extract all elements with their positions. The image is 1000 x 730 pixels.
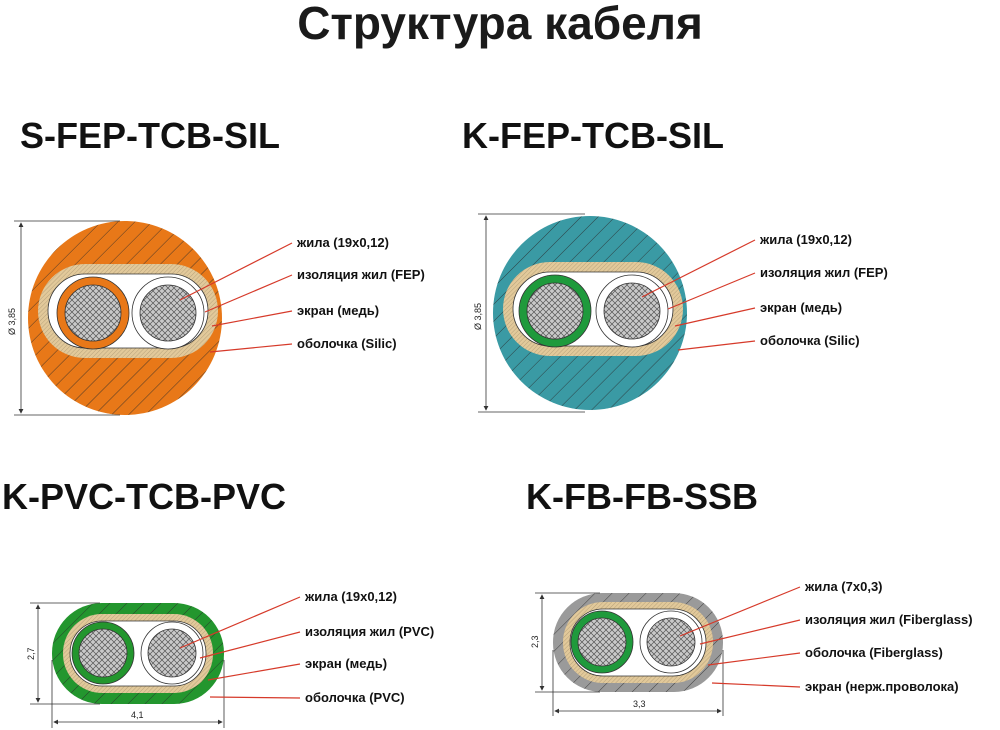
cable-3-label-insulation: изоляция жил (PVC): [305, 624, 434, 639]
cable-3-name: K-PVC-TCB-PVC: [2, 476, 286, 517]
cable-2-label-core: жила (19х0,12): [759, 232, 852, 247]
cable-4-name: K-FB-FB-SSB: [526, 476, 758, 517]
cable-1-label-screen: экран (медь): [297, 303, 379, 318]
cable-3-leaders: жила (19х0,12) изоляция жил (PVC) экран …: [179, 589, 434, 705]
cable-1-core-left: [64, 284, 122, 342]
cable-1-cross-section: [28, 221, 222, 415]
cable-1-label-insulation: изоляция жил (FEP): [297, 267, 425, 282]
cable-3-dimensions: 2,7 4,1: [26, 602, 225, 728]
cable-4-height-label: 2,3: [530, 635, 540, 648]
cable-4-label-jacket: оболочка (Fiberglass): [805, 645, 943, 660]
cable-2-label-screen: экран (медь): [760, 300, 842, 315]
cable-3-cross-section: [52, 603, 224, 704]
page-title: Структура кабеля: [297, 0, 703, 49]
cable-2-dimension: Ø 3,85: [473, 213, 585, 413]
cable-1-name: S-FEP-TCB-SIL: [20, 115, 280, 156]
cable-4-label-screen: экран (нерж.проволока): [805, 679, 959, 694]
cable-2-core-left: [526, 282, 584, 340]
cable-3-label-screen: экран (медь): [305, 656, 387, 671]
cable-3-core-left: [78, 628, 128, 678]
cable-1-label-core: жила (19х0,12): [296, 235, 389, 250]
cable-4-dimensions: 2,3 3,3: [530, 592, 724, 716]
cable-2-label-insulation: изоляция жил (FEP): [760, 265, 888, 280]
cable-2-leaders: жила (19х0,12) изоляция жил (FEP) экран …: [641, 232, 888, 351]
cable-3-height-label: 2,7: [26, 647, 36, 660]
cable-4-leaders: жила (7х0,3) изоляция жил (Fiberglass) о…: [679, 579, 973, 694]
cable-2-core-right: [603, 282, 661, 340]
cable-2-cross-section: [493, 216, 687, 410]
cable-2-label-jacket: оболочка (Silic): [760, 333, 860, 348]
cable-1-dimension: Ø 3,85: [7, 220, 120, 416]
cable-3-label-jacket: оболочка (PVC): [305, 690, 405, 705]
cable-3-width-label: 4,1: [131, 710, 144, 720]
cable-1-leaders: жила (19х0,12) изоляция жил (FEP) экран …: [179, 235, 425, 353]
cable-1-label-jacket: оболочка (Silic): [297, 336, 397, 351]
cable-1-diameter-label: Ø 3,85: [7, 308, 17, 335]
cable-3-core-right: [147, 628, 197, 678]
cable-4-core-left: [577, 617, 627, 667]
cable-4-core-right: [646, 617, 696, 667]
cable-4-cross-section: [553, 593, 723, 692]
cable-2-diameter-label: Ø 3,85: [473, 303, 483, 330]
cable-4-label-insulation: изоляция жил (Fiberglass): [805, 612, 973, 627]
cable-4-label-core: жила (7х0,3): [804, 579, 883, 594]
cable-1-core-right: [139, 284, 197, 342]
cable-4-width-label: 3,3: [633, 699, 646, 709]
cable-3-label-core: жила (19х0,12): [304, 589, 397, 604]
cable-2-name: K-FEP-TCB-SIL: [462, 115, 724, 156]
